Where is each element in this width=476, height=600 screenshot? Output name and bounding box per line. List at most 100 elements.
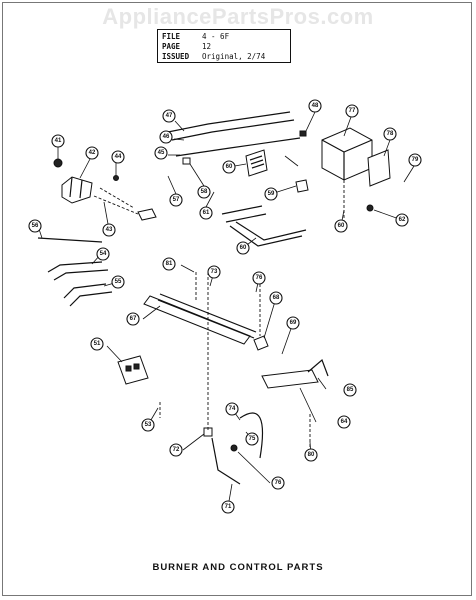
callout-64-label: 64 (341, 419, 348, 425)
part-75-loop (239, 412, 264, 459)
part-51-port (125, 365, 132, 372)
leader-42 (79, 158, 91, 179)
part-45-tube (175, 137, 301, 157)
leader-48 (305, 111, 316, 132)
leader-85 (317, 377, 327, 390)
part-56-rod (37, 237, 103, 243)
callout-47-label: 47 (166, 113, 173, 119)
callout-85-label: 85 (347, 387, 354, 393)
callout-54-label: 54 (100, 251, 107, 257)
callout-79: 79 (408, 153, 422, 167)
file-row: FILE 4 - 6F (162, 32, 286, 42)
part-drawings (37, 111, 391, 485)
callout-44-label: 44 (115, 154, 122, 160)
callout-67-label: 67 (130, 316, 137, 322)
callout-76a-label: 76 (256, 275, 263, 281)
callout-74: 74 (225, 402, 239, 416)
callout-61a: 61 (199, 206, 213, 220)
callout-53-label: 53 (145, 422, 152, 428)
callout-71-label: 71 (225, 504, 232, 510)
callout-47: 47 (162, 109, 176, 123)
callout-72: 72 (169, 443, 183, 457)
part-44-screw (113, 175, 119, 181)
callout-60c-label: 60 (240, 245, 247, 251)
leader-64 (299, 387, 317, 423)
leader-51 (106, 345, 123, 363)
callout-41: 41 (51, 134, 65, 148)
part-42-detail (69, 176, 83, 199)
part-59-switch (295, 179, 309, 193)
callout-42: 42 (85, 146, 99, 160)
callout-73-label: 73 (211, 269, 218, 275)
part-62-nut (366, 204, 374, 212)
callout-72-label: 72 (173, 447, 180, 453)
page-border (2, 2, 472, 596)
leader-46 (173, 138, 185, 141)
callout-60b-label: 60 (338, 223, 345, 229)
part-76-clip (230, 444, 238, 452)
callout-46-label: 46 (163, 134, 170, 140)
callout-layer: 41 42 44 43 47 46 45 58 57 60 61 48 77 7… (28, 99, 422, 514)
callout-55: 55 (111, 275, 125, 289)
part-60-terminal-lines (249, 155, 265, 169)
callout-56: 56 (28, 219, 42, 233)
leader-72 (182, 433, 205, 451)
callout-69: 69 (286, 316, 300, 330)
callout-59-label: 59 (268, 191, 275, 197)
leader-81 (180, 264, 195, 273)
callout-56-label: 56 (32, 223, 39, 229)
callout-43: 43 (102, 223, 116, 237)
leader-48b (284, 155, 299, 167)
callout-67: 67 (126, 312, 140, 326)
callout-61a-label: 61 (203, 210, 210, 216)
part-71-rod (211, 437, 241, 485)
callout-42-label: 42 (89, 150, 96, 156)
page-value: 12 (202, 42, 212, 51)
callout-60a-label: 60 (226, 164, 233, 170)
callout-60c: 60 (236, 241, 250, 255)
issued-row: ISSUED Original, 2/74 (162, 52, 286, 62)
part-80-wire-upper (221, 205, 267, 223)
callout-79-label: 79 (412, 157, 419, 163)
page-row: PAGE 12 (162, 42, 286, 52)
diagram-caption: BURNER AND CONTROL PARTS (152, 562, 324, 573)
leader-68 (263, 297, 277, 339)
callout-76b: 76 (271, 476, 285, 490)
leader-57 (167, 175, 177, 195)
part-48-insulator (299, 130, 307, 137)
callout-43-label: 43 (106, 227, 113, 233)
part-55-wire (63, 283, 107, 299)
callout-57: 57 (169, 193, 183, 207)
leader-61a (205, 191, 215, 208)
callout-77-label: 77 (349, 108, 356, 114)
part-55-wire-2 (69, 291, 113, 307)
callout-71: 71 (221, 500, 235, 514)
page-label: PAGE (162, 42, 181, 51)
part-68-orifice (253, 335, 269, 351)
callout-58: 58 (197, 185, 211, 199)
callout-68-label: 68 (273, 295, 280, 301)
part-85-bracket (261, 369, 319, 389)
callout-75-label: 75 (249, 436, 256, 442)
part-58-clip (182, 157, 191, 165)
callout-80: 80 (304, 448, 318, 462)
callout-73: 73 (207, 265, 221, 279)
part-85-arm (307, 358, 329, 377)
callout-58-label: 58 (201, 189, 208, 195)
leader-76b (237, 451, 271, 484)
issued-label: ISSUED (162, 52, 190, 61)
callout-62-label: 62 (399, 217, 406, 223)
callout-59: 59 (264, 187, 278, 201)
callout-53: 53 (141, 418, 155, 432)
callout-80-label: 80 (308, 452, 315, 458)
part-46-tube (171, 119, 295, 141)
file-value: 4 - 6F (202, 32, 230, 41)
callout-68: 68 (269, 291, 283, 305)
leader-58 (189, 163, 205, 187)
part-43-guide (93, 195, 139, 215)
callout-44: 44 (111, 150, 125, 164)
part-47-tube (167, 111, 291, 133)
part-78-cover (367, 149, 391, 187)
leader-47 (174, 120, 185, 132)
